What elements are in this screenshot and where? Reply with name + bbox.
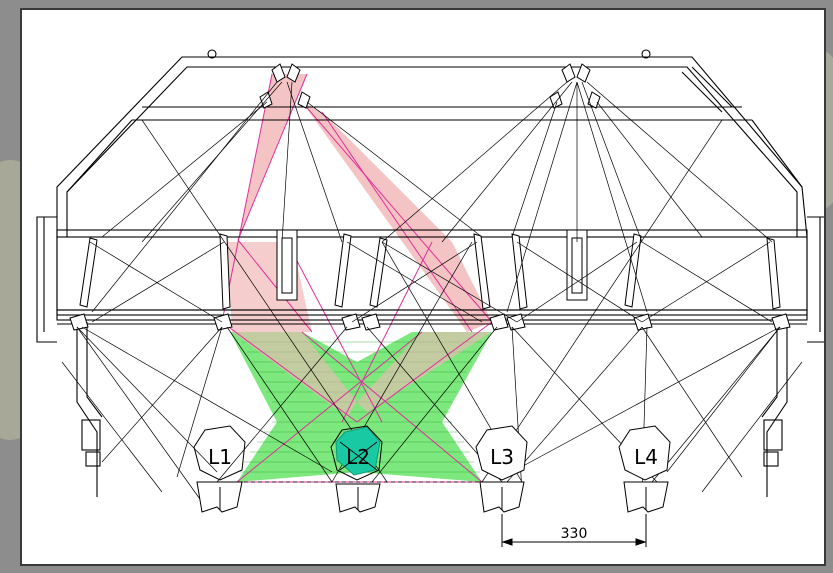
lamp-l2: L2	[330, 425, 383, 513]
reflector-elements	[69, 63, 791, 331]
l2-highlight	[335, 426, 381, 476]
ray-lines	[61, 81, 803, 503]
lamp-l3: L3	[475, 425, 528, 513]
dimension-label: 330	[561, 526, 588, 542]
dimension-line	[501, 514, 647, 547]
lamp-label: L4	[634, 445, 658, 469]
lamp-label: L2	[346, 445, 370, 469]
lamp-label: L3	[490, 445, 514, 469]
technical-drawing: L1 L2 L3 L4	[36, 49, 824, 547]
lamp-l4: L4	[618, 425, 671, 513]
lamp-label: L1	[208, 445, 232, 469]
lamp-l1: L1	[193, 425, 246, 513]
drawing-sheet: L1 L2 L3 L4	[20, 8, 826, 566]
